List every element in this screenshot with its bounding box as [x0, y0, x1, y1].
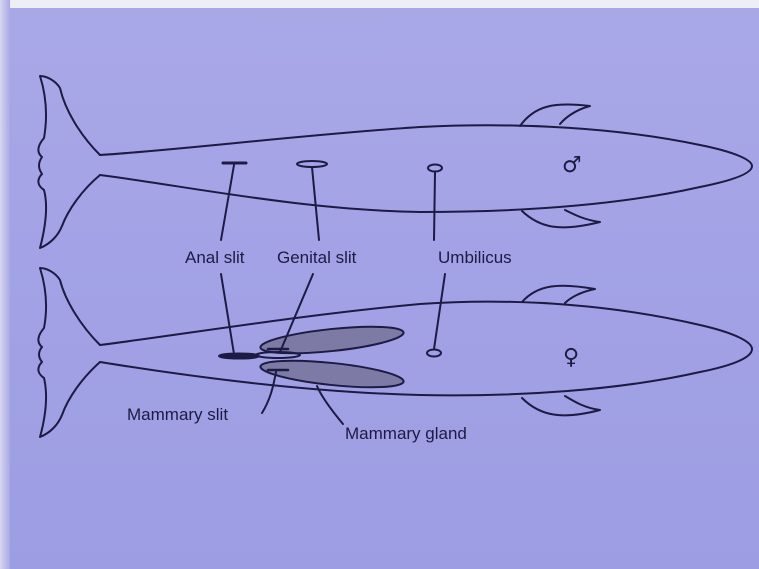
label-genital-slit: Genital slit [277, 248, 357, 267]
leader-genital-slit-male [312, 167, 319, 240]
leader-anal-slit-female [221, 274, 234, 354]
female-umbilicus [427, 350, 441, 357]
female-symbol-icon: ♀ [563, 345, 579, 370]
label-mammary-slit: Mammary slit [127, 405, 228, 424]
male-whale-tail-fluke [38, 76, 100, 248]
male-whale-flipper-bottom [522, 210, 600, 227]
male-symbol-icon: ♂ [562, 153, 582, 178]
leader-umbilicus-female [434, 274, 445, 349]
female-whale-dorsal-fin-top [522, 286, 595, 303]
label-anal-slit: Anal slit [185, 248, 245, 267]
female-whale-flipper-bottom [522, 396, 600, 415]
female-whale-body-outline [100, 302, 752, 396]
female-whale-tail-fluke [38, 268, 100, 437]
leader-mammary-slit [262, 372, 276, 413]
male-whale-dorsal-fin-top [520, 104, 590, 126]
male-umbilicus [428, 165, 442, 172]
male-whale [38, 76, 752, 248]
female-anal-slit [219, 354, 259, 359]
label-umbilicus: Umbilicus [438, 248, 512, 267]
leader-umbilicus-male [434, 172, 435, 240]
female-genital-slit [256, 352, 300, 358]
leader-anal-slit-male [221, 165, 234, 240]
label-mammary-gland: Mammary gland [345, 424, 467, 443]
labels: Anal slit Genital slit Umbilicus Mammary… [127, 153, 582, 443]
male-whale-body-outline [100, 125, 752, 212]
